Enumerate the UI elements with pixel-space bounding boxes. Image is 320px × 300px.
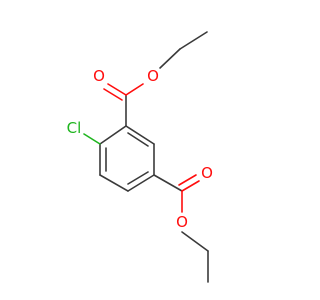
ring-double-bond: [127, 132, 149, 147]
ring-to-carbonyl-bond: [153, 174, 183, 192]
oxygen-atom-carbonyl-top: O: [93, 67, 105, 85]
ring-bond: [99, 125, 127, 145]
chlorine-atom: Cl: [67, 119, 82, 137]
carbonyl-double-bond: [107, 83, 127, 96]
structure-diagram: Cl O O O O: [67, 31, 213, 283]
oxygen-atom-ester-top: O: [147, 67, 159, 85]
ester-single-bond: [125, 83, 144, 96]
ethyl-bond: [159, 48, 181, 69]
ring-bond: [99, 174, 129, 192]
oxygen-atom-carbonyl-right: O: [201, 164, 213, 182]
c-cl-bond: [83, 133, 101, 145]
benzene-ring: [99, 125, 155, 192]
ethyl-bond: [181, 231, 209, 252]
ethyl-bond: [179, 31, 208, 50]
carbonyl-double-bond: [103, 88, 123, 101]
ring-double-bond: [127, 171, 149, 185]
ring-bond: [125, 125, 155, 145]
oxygen-atom-ester-bottom: O: [176, 213, 188, 231]
carbonyl-double-bond: [178, 174, 197, 186]
ring-bond: [127, 174, 155, 192]
carbonyl-double-bond: [181, 180, 200, 192]
